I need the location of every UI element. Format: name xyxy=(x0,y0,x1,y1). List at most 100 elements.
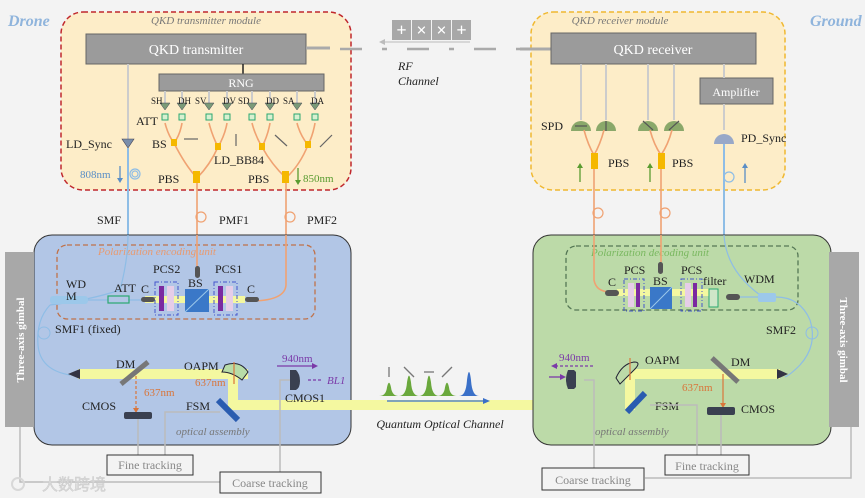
wl-940-tx: 940nm xyxy=(282,353,313,365)
pmf1-coil-icon xyxy=(195,211,207,223)
wl-637-tx-1: 637nm xyxy=(144,387,175,399)
arrow-sync-up-head xyxy=(742,163,748,168)
rng-box xyxy=(158,73,325,92)
collimator-tx-1 xyxy=(141,297,155,302)
rf-symbol: × xyxy=(416,20,426,40)
decoding-unit-title: Polarization decoding unit xyxy=(590,247,710,259)
pcs-rx-1-plate-2 xyxy=(636,283,640,307)
pcs-rx-2-label: PCS xyxy=(681,263,702,277)
att-box xyxy=(178,113,186,121)
wdm-tx xyxy=(50,296,88,304)
pcs-rx-1-plate-1 xyxy=(628,283,634,307)
laser-diode-icon xyxy=(291,102,303,111)
cmos-rx-label: CMOS xyxy=(741,402,775,416)
photon-pulse xyxy=(399,375,419,396)
wdm-tx-label-1: WD xyxy=(66,277,86,291)
cmos-rx xyxy=(707,407,735,415)
collimator-rx-2 xyxy=(726,294,740,300)
laser-diode-icon xyxy=(246,102,258,111)
pbs-rx-1-label: PBS xyxy=(608,156,629,170)
dm-rx xyxy=(710,356,740,384)
rf-arrow-head xyxy=(379,39,385,45)
cmos-tx xyxy=(124,412,152,419)
rng-output-label: SV xyxy=(195,96,207,106)
att-box xyxy=(311,113,319,121)
smf1-label: SMF1 (fixed) xyxy=(55,322,121,336)
wl-637-rx: 637nm xyxy=(682,382,713,394)
c-tx-2-label: C xyxy=(247,282,255,296)
photon-pulse xyxy=(379,382,399,396)
ld-bb84-label: LD_BB84 xyxy=(214,153,264,167)
bs-tx-port xyxy=(195,266,200,278)
arrow-637-rx-head xyxy=(720,403,726,408)
rx-module-title: QKD receiver module xyxy=(572,15,669,27)
bs-cube-rx-diag xyxy=(649,286,673,310)
rng-output-label: DH xyxy=(178,96,191,106)
att-label: ATT xyxy=(136,114,159,128)
c-tx-1-label: C xyxy=(141,282,149,296)
pmf2-label: PMF2 xyxy=(307,213,337,227)
tx-polarization-arrows xyxy=(184,134,333,148)
polarization-mark-icon xyxy=(441,366,453,378)
fine-tracking-rx xyxy=(664,454,750,476)
qkd-transmitter-label: QKD transmitter xyxy=(149,43,244,58)
pmf1-label: PMF1 xyxy=(219,213,249,227)
pbs-rx-2-label: PBS xyxy=(672,156,693,170)
att-box xyxy=(205,113,213,121)
pbs-tx-2-label: PBS xyxy=(248,172,269,186)
filter-rx xyxy=(708,288,719,308)
rx-sync-coil-icon xyxy=(723,171,735,183)
rx-arrow-2-head xyxy=(647,163,653,168)
amplifier-box xyxy=(699,77,774,105)
dm-tx-label: DM xyxy=(116,357,136,371)
pmf2-into-c xyxy=(253,235,287,302)
spd-polarization-icon xyxy=(668,120,680,131)
drone-label: Drone xyxy=(7,13,50,30)
bs-4 xyxy=(305,141,311,148)
photon-pulse xyxy=(437,382,457,396)
pcs1-plate-2 xyxy=(226,286,233,311)
pcs-rx-1 xyxy=(623,278,645,312)
dm-rx-label: DM xyxy=(731,355,751,369)
pbs-rx-1 xyxy=(591,153,598,169)
pcs-rx-1-label: PCS xyxy=(624,263,645,277)
rng-output-label: DA xyxy=(311,96,324,106)
rng-label: RNG xyxy=(228,76,254,90)
pcs2-plate-1 xyxy=(159,286,164,311)
smf2-label: SMF2 xyxy=(766,323,796,337)
rng-output-label: SD xyxy=(238,96,250,106)
pcs-rx-2-plate-2 xyxy=(693,283,697,307)
wdm-tx-label-2: M xyxy=(66,289,77,303)
fsm-tx xyxy=(215,397,241,423)
rf-symbol-box xyxy=(412,20,431,40)
qkd-transmitter-box xyxy=(85,33,307,65)
ld-sync-label: LD_Sync xyxy=(66,137,112,151)
smf-into-wdm-rx xyxy=(723,234,761,296)
tx-module-title: QKD transmitter module xyxy=(151,15,261,27)
att-box xyxy=(266,113,274,121)
ld-sync-icon xyxy=(121,138,135,149)
fine-tracking-tx xyxy=(106,454,194,476)
rng-output-label: DD xyxy=(266,96,279,106)
rf-symbol: + xyxy=(396,20,406,40)
cmos1-rx xyxy=(566,370,576,389)
arrow-808-head xyxy=(117,178,123,183)
att-tx xyxy=(107,295,130,304)
rf-symbol: × xyxy=(436,20,446,40)
coarse-tracking-tx xyxy=(219,471,322,494)
optical-assembly-tx: optical assembly xyxy=(176,426,250,438)
bl1-label: BL1 xyxy=(327,375,345,387)
rx-pmf1-coil-icon xyxy=(592,207,604,219)
encoding-unit-title: Polarization encoding unit xyxy=(97,246,217,258)
rx-detector-wires xyxy=(580,64,725,130)
rf-channel-symbols: +××+ xyxy=(392,20,471,40)
filter-label: filter xyxy=(703,274,726,288)
arrow-637-tx-1-head xyxy=(133,408,139,413)
wdm-rx xyxy=(758,293,776,302)
gimbal-right-label: Three-axis gimbal xyxy=(837,297,849,382)
bs-2 xyxy=(215,143,221,150)
pcs2 xyxy=(154,281,179,316)
qkd-receiver-label: QKD receiver xyxy=(614,43,693,58)
smf2-fiber xyxy=(775,296,813,378)
spd-detectors xyxy=(571,120,684,131)
